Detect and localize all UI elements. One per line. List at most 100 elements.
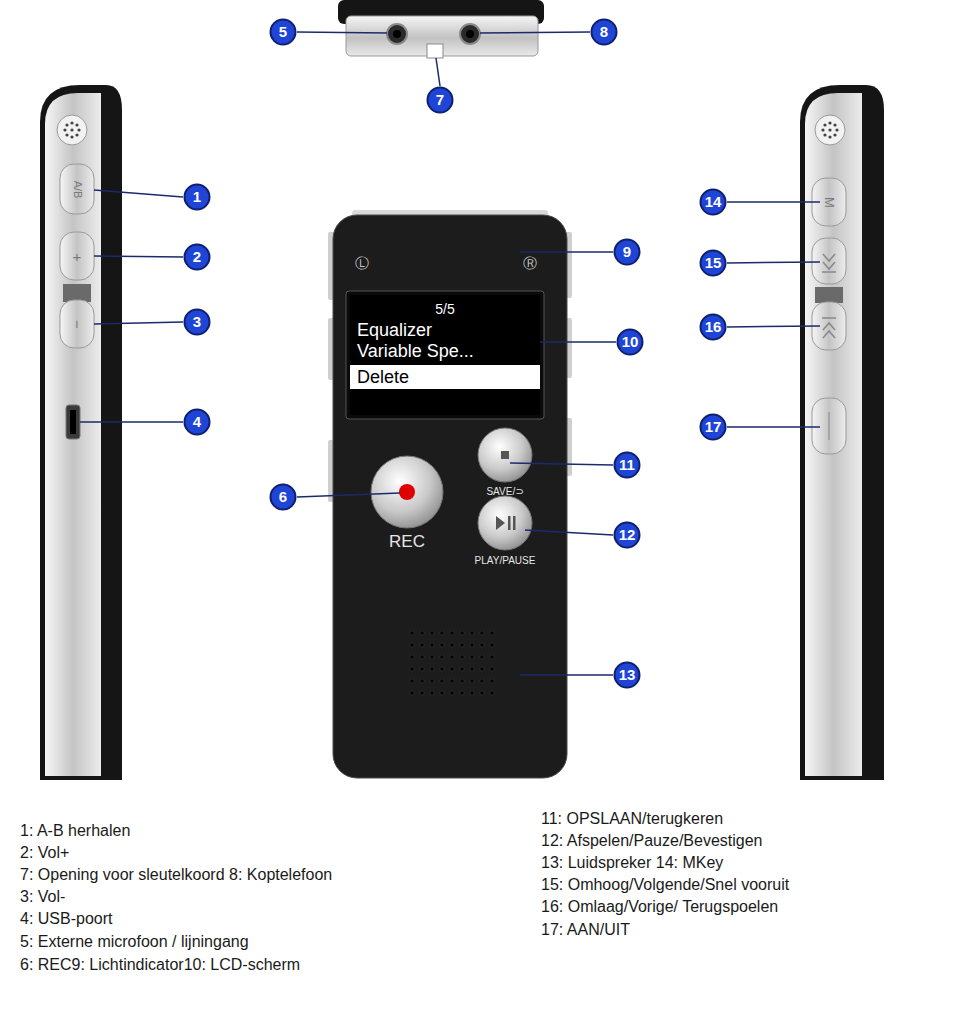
right-side-view: [805, 93, 862, 776]
legend-line: 17: AAN/UIT: [541, 920, 951, 940]
speaker-grille: [490, 679, 494, 683]
callout-circle: 13: [613, 661, 641, 689]
callout-number: 1: [183, 183, 211, 211]
left-side-view: [45, 93, 101, 776]
speaker-grille: [480, 691, 484, 695]
speaker-grille: [440, 667, 444, 671]
button-label: PLAY/PAUSE: [460, 554, 550, 568]
legend-line: 5: Externe microfoon / lijningang: [20, 932, 520, 952]
right-side-view: [828, 121, 831, 124]
speaker-grille: [420, 655, 424, 659]
left-side-view: [70, 121, 73, 124]
leader-line: [94, 256, 183, 257]
leader-line: [480, 32, 590, 33]
speaker-grille: [490, 691, 494, 695]
leader-line: [540, 341, 616, 343]
left-side-view: [65, 123, 68, 126]
left-side-view: [75, 123, 78, 126]
front-view: [478, 428, 532, 482]
speaker-grille: [490, 667, 494, 671]
speaker-grille: [480, 631, 484, 635]
right-side-view: [821, 128, 824, 131]
side-button-mark: A/B: [70, 170, 85, 210]
front-view: [346, 291, 544, 419]
screen-menu-text: Variable Spe...: [357, 341, 537, 362]
left-side-view: [63, 284, 91, 302]
right-side-view: [828, 412, 830, 440]
top-view: [387, 24, 407, 44]
callout-circle: 8: [590, 18, 618, 46]
callout-number: 17: [699, 413, 727, 441]
leader-line: [94, 322, 183, 324]
right-side-view: [815, 287, 843, 303]
leader-line: [727, 201, 820, 203]
left-side-view: [40, 85, 122, 780]
right-side-view: [828, 135, 831, 138]
speaker-grille: [460, 631, 464, 635]
speaker-grille: [450, 643, 454, 647]
speaker-grille: [430, 643, 434, 647]
front-view: [399, 484, 415, 500]
speaker-grille: [430, 667, 434, 671]
side-button-mark: +: [67, 247, 87, 266]
left-side-view: [70, 128, 73, 131]
left-side-view: [66, 405, 80, 439]
callout-circle: 12: [613, 521, 641, 549]
speaker-grille: [410, 691, 414, 695]
speaker-grille: [460, 655, 464, 659]
callout-number: 12: [613, 521, 641, 549]
speaker-grille: [430, 691, 434, 695]
callout-circle: 6: [269, 483, 297, 511]
callout-number: 2: [183, 243, 211, 271]
speaker-grille: [470, 655, 474, 659]
button-label: SAVE/⊃: [460, 485, 550, 499]
speaker-grille: [450, 691, 454, 695]
right-side-view: [835, 128, 838, 131]
speaker-grille: [480, 679, 484, 683]
speaker-grille: [440, 655, 444, 659]
speaker-grille: [470, 691, 474, 695]
top-view: [466, 30, 474, 38]
callout-number: 14: [699, 188, 727, 216]
right-side-view: [821, 121, 838, 138]
callout-circle: 15: [699, 249, 727, 277]
speaker-grille: [460, 643, 464, 647]
right-side-view: [833, 133, 836, 136]
leader-line: [297, 32, 387, 33]
callout-number: 10: [616, 328, 644, 356]
legend-line: 11: OPSLAAN/terugkeren: [541, 809, 951, 829]
callout-number: 13: [613, 661, 641, 689]
speaker-grille: [440, 643, 444, 647]
front-view: [371, 456, 443, 528]
menu-highlight-bar: Delete: [350, 365, 540, 389]
speaker-grille: [460, 679, 464, 683]
callout-number: 6: [269, 483, 297, 511]
left-side-view: [63, 121, 80, 138]
left-side-view: [75, 133, 78, 136]
speaker-grille: [450, 631, 454, 635]
leader-line: [727, 426, 820, 428]
callout-number: 15: [699, 249, 727, 277]
indicator-mark: Ⓛ: [347, 254, 377, 272]
right-side-view: [800, 85, 884, 780]
leader-line: [727, 262, 820, 263]
speaker-grille: [420, 631, 424, 635]
speaker-grille: [430, 631, 434, 635]
callout-circle: 1: [183, 183, 211, 211]
left-side-view: [57, 115, 87, 145]
front-view: [478, 496, 532, 550]
screen-menu-text: 5/5: [350, 301, 540, 317]
leader-line: [94, 190, 183, 197]
left-side-view: [65, 133, 68, 136]
front-view: [501, 451, 509, 459]
speaker-grille: [470, 631, 474, 635]
legend-line: 7: Opening voor sleutelkoord 8: Koptelef…: [20, 865, 520, 885]
speaker-grille: [480, 667, 484, 671]
legend-line: 15: Omhoog/Volgende/Snel vooruit: [541, 875, 951, 895]
legend-line: 12: Afspelen/Pauze/Bevestigen: [541, 831, 951, 851]
speaker-grille: [480, 655, 484, 659]
callout-circle: 17: [699, 413, 727, 441]
speaker-grille: [480, 643, 484, 647]
leader-line: [80, 421, 183, 423]
